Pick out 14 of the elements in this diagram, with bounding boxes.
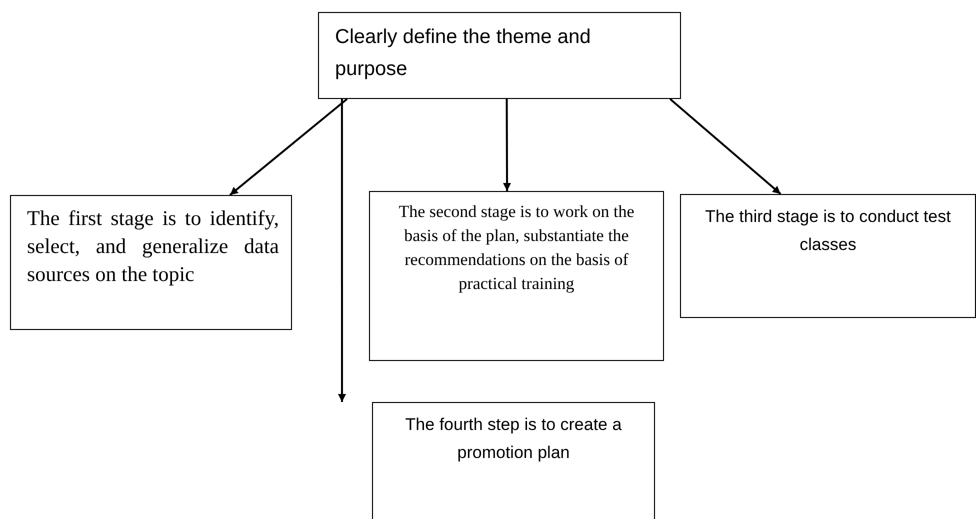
process-box bbox=[369, 191, 664, 361]
process-box bbox=[372, 402, 655, 519]
arrow bbox=[669, 98, 782, 195]
box-text: The second stage is to work on the basis of the plan, substantiate the recommendations on the basis of practical training bbox=[398, 201, 636, 295]
box-text: The third stage is to conduct test classes bbox=[704, 206, 952, 256]
process-box bbox=[680, 194, 976, 318]
box-text: The first stage is to identify, select, and generalize data sources on the topic bbox=[27, 205, 279, 288]
process-box bbox=[318, 12, 681, 99]
arrow bbox=[229, 98, 348, 196]
arrow bbox=[338, 99, 346, 402]
box-text: Clearly define the theme and purpose bbox=[335, 25, 592, 82]
arrow bbox=[503, 99, 512, 191]
box-text: The fourth step is to create a promotion plan bbox=[405, 414, 622, 464]
process-box bbox=[10, 195, 292, 330]
